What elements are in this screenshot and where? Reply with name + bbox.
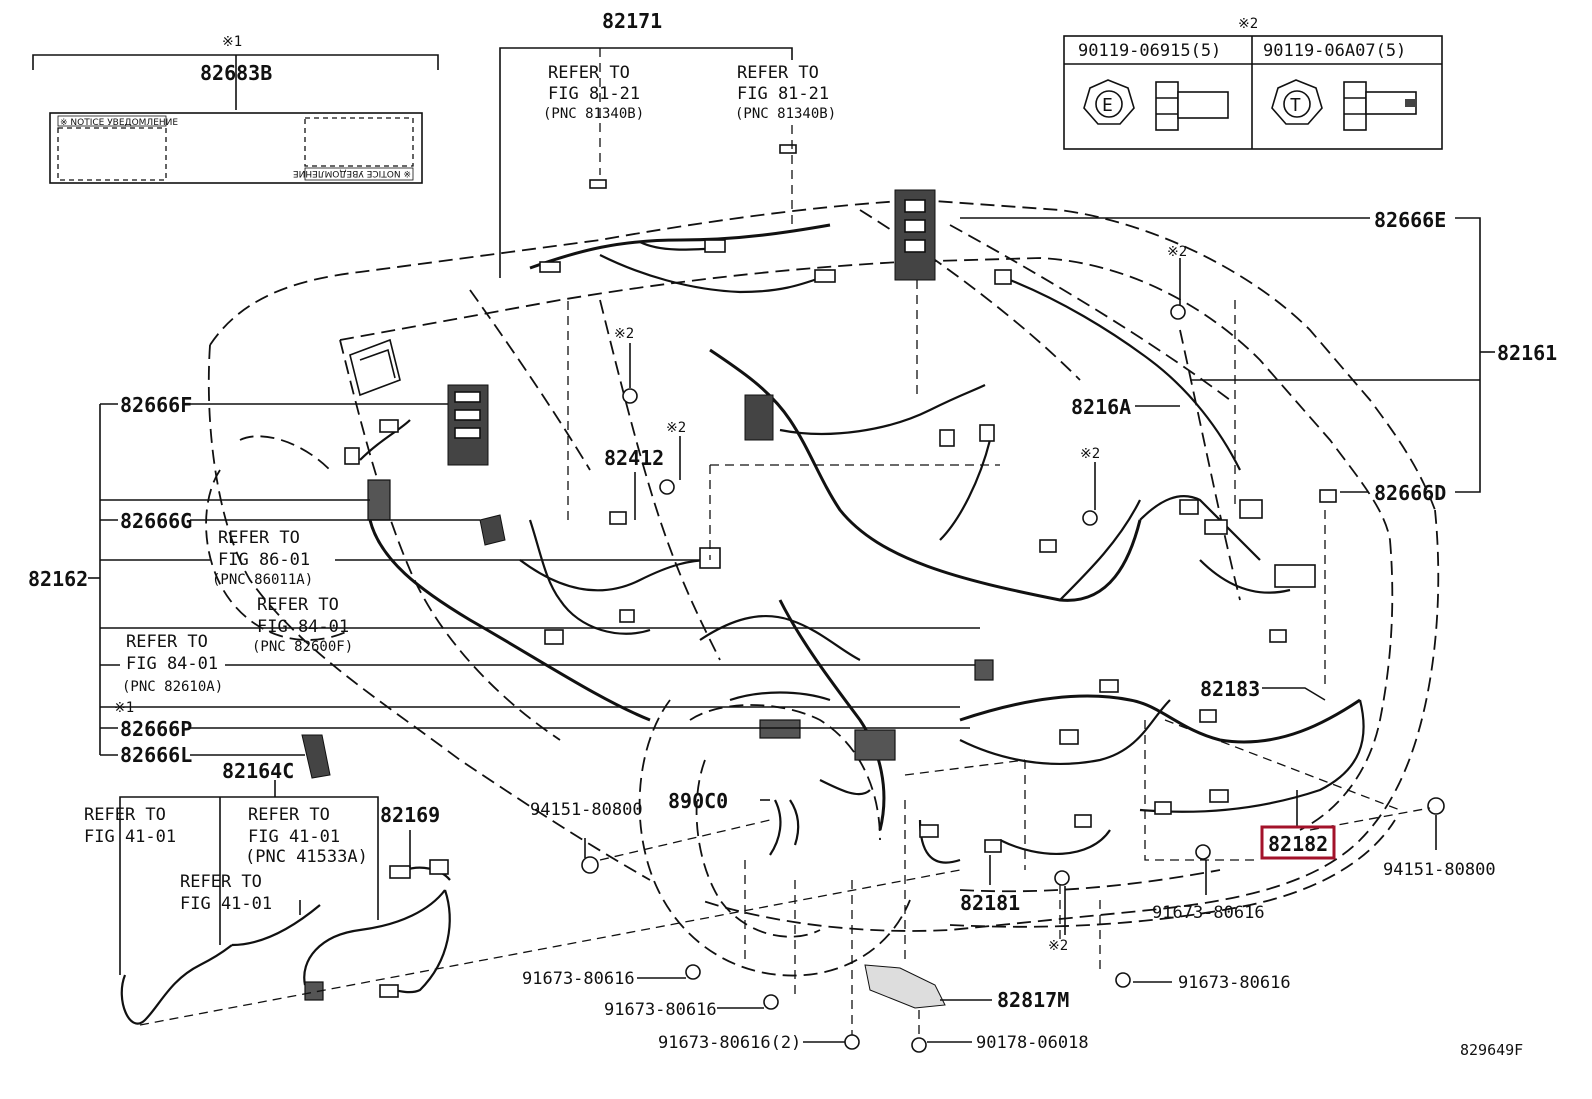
note2-d: ※2 xyxy=(1080,446,1100,462)
ref7-line1: REFER TO xyxy=(248,805,330,825)
ref3-line3: (PNC 86011A) xyxy=(212,572,313,588)
ref5-line2: FIG 84-01 xyxy=(126,654,218,674)
label-82683B: 82683B xyxy=(200,61,272,85)
note-marks: ※1 ※1 ※2 ※2 ※2 ※2 ※2 ※2 xyxy=(114,16,1258,954)
label-82162: 82162 xyxy=(28,567,88,591)
note2-box: ※2 xyxy=(1238,16,1258,32)
note2-c: ※2 xyxy=(666,420,686,436)
label-90178: 90178-06018 xyxy=(976,1033,1089,1053)
note1-top: ※1 xyxy=(222,34,242,50)
ref7-line3: (PNC 41533A) xyxy=(245,847,368,867)
label-94151-left: 94151-80800 xyxy=(530,800,643,820)
ref2-line1: REFER TO xyxy=(737,63,819,83)
ref3-line1: REFER TO xyxy=(218,528,300,548)
label-82666E: 82666E xyxy=(1374,208,1446,232)
label-8216A: 8216A xyxy=(1071,395,1131,419)
ref6-line2: FIG 41-01 xyxy=(84,827,176,847)
part-labels: 82683B 82171 82666E 82161 82666F 82666G … xyxy=(28,9,1557,1059)
label-82161: 82161 xyxy=(1497,341,1557,365)
ref1-line1: REFER TO xyxy=(548,63,630,83)
label-82182: 82182 xyxy=(1268,832,1328,856)
label-91673-d: 91673-80616(2) xyxy=(658,1033,801,1053)
highlight-box-82182 xyxy=(1260,825,1336,860)
ref8-line2: FIG 41-01 xyxy=(180,894,272,914)
bolt-table-col2: 90119-06A07(5) xyxy=(1263,41,1406,61)
notice-label-82683B: ※ NOTICE УВЕДОМЛЕНИЕ ※ NOTICE УВЕДОМЛЕНИ… xyxy=(49,112,423,184)
label-82666F: 82666F xyxy=(120,393,192,417)
label-82181: 82181 xyxy=(960,891,1020,915)
label-94151-right: 94151-80800 xyxy=(1383,860,1496,880)
label-82666P: 82666P xyxy=(120,717,192,741)
ref4-line2: FIG 84-01 xyxy=(257,617,349,637)
label-91673-c: 91673-80616 xyxy=(604,1000,717,1020)
label-82666G: 82666G xyxy=(120,509,192,533)
ref5-line1: REFER TO xyxy=(126,632,208,652)
label-82169: 82169 xyxy=(380,803,440,827)
wire-harness xyxy=(120,223,1365,1025)
ref1-line2: FIG 81-21 xyxy=(548,84,640,104)
bolt-table-col1: 90119-06915(5) xyxy=(1078,41,1221,61)
label-91673-a: 91673-80616 xyxy=(1152,903,1265,923)
ref2-line2: FIG 81-21 xyxy=(737,84,829,104)
label-82666D: 82666D xyxy=(1374,481,1446,505)
ref5-line3: (PNC 82610A) xyxy=(122,679,223,695)
leader-lines xyxy=(32,47,1495,1043)
figure-id: 829649F xyxy=(1460,1041,1523,1059)
label-82164C: 82164C xyxy=(222,759,294,783)
ref1-line3: (PNC 81340B) xyxy=(543,106,644,122)
ref6-line1: REFER TO xyxy=(84,805,166,825)
ref4-line3: (PNC 82600F) xyxy=(252,639,353,655)
label-91673-e: 91673-80616 xyxy=(1178,973,1291,993)
bolt-mark-e: E xyxy=(1102,95,1113,116)
note2-b: ※2 xyxy=(614,326,634,342)
label-82666L: 82666L xyxy=(120,743,192,767)
label-890C0: 890C0 xyxy=(668,789,728,813)
note2-e: ※2 xyxy=(1048,938,1068,954)
bolt-table: 90119-06915(5) 90119-06A07(5) E T xyxy=(1063,35,1443,150)
notice-label-text: ※ NOTICE УВЕДОМЛЕНИЕ xyxy=(60,118,178,128)
note2-a: ※2 xyxy=(1167,244,1187,260)
ref4-line1: REFER TO xyxy=(257,595,339,615)
note1-left: ※1 xyxy=(114,700,134,716)
notice-label-text-flipped: ※ NOTICE УВЕДОМЛЕНИЕ xyxy=(293,168,411,178)
refer-to-notes: REFER TO FIG 81-21 (PNC 81340B) REFER TO… xyxy=(84,63,836,914)
label-82817M: 82817M xyxy=(997,988,1069,1012)
label-82412: 82412 xyxy=(604,446,664,470)
car-body-outline xyxy=(205,199,1440,977)
ref3-line2: FIG 86-01 xyxy=(218,550,310,570)
connectors xyxy=(301,144,1337,1009)
ref8-line1: REFER TO xyxy=(180,872,262,892)
label-91673-b: 91673-80616 xyxy=(522,969,635,989)
fasteners xyxy=(581,304,1445,1053)
label-82171: 82171 xyxy=(602,9,662,33)
ref7-line2: FIG 41-01 xyxy=(248,827,340,847)
ref2-line3: (PNC 81340B) xyxy=(735,106,836,122)
bolt-mark-t: T xyxy=(1290,95,1301,116)
label-82183: 82183 xyxy=(1200,677,1260,701)
